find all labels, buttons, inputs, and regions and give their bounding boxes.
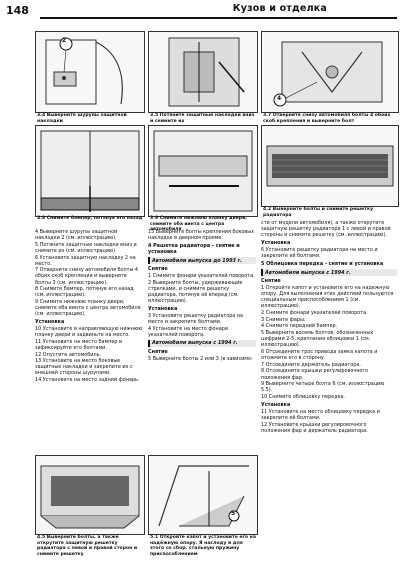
column-3-text: сти от модели автомобиля), а также откру… xyxy=(261,220,397,434)
col2-bar-from-1994: Автомобили выпуска с 1994 г. xyxy=(148,339,256,347)
section-4-title: 4 Решетка радиатора - снятие и установка xyxy=(148,243,256,255)
col2-para-6: 5 Выверните болты 2 или 3 (в зависимо- xyxy=(148,355,253,362)
col2-para-4: 3 Установите решетку радиатора на место … xyxy=(148,312,244,325)
figure-4-5-drawing xyxy=(40,465,140,529)
col3-para-11: 9 Выверните четыре болта 6 (см. иллюстра… xyxy=(261,381,385,394)
column-2-text: 15 Выверните болты крепления боковых нак… xyxy=(148,229,256,362)
col1-para-6: 9 Снимите нижнюю планку двери, снимите о… xyxy=(35,299,141,318)
col2-para-1: 15 Выверните болты крепления боковых нак… xyxy=(148,229,255,242)
section-4-title-text: Решетка радиатора - снятие и установка xyxy=(148,243,240,256)
page-number: 148 xyxy=(6,4,29,17)
col3-para-14: 12 Установите крышки регулировочного пол… xyxy=(261,421,368,434)
section-5-number: 5 xyxy=(261,261,265,268)
col3-heading-installation-2: Установка xyxy=(261,402,291,409)
col1-para-11: 14 Установите на место задний фонарь. xyxy=(35,377,140,384)
figure-3-8 xyxy=(35,125,145,217)
col3-para-1: сти от модели автомобиля), а также откру… xyxy=(261,220,391,239)
label-2: 2 xyxy=(62,37,67,44)
caption-3-9: 3.9 Снимите нижнюю планку двери, снимите… xyxy=(150,216,248,233)
figure-5-1-drawing xyxy=(158,465,249,527)
caption-3-8: 3.8 Снимите бампер, потянув его назад xyxy=(37,216,143,221)
col1-para-4: 7 Отвернитe снизу автомобиля болты 4 обо… xyxy=(35,267,138,286)
header-title: Кузов и отделка xyxy=(232,3,327,14)
col3-para-5: 3 Снимите фары. xyxy=(261,316,306,323)
col2-heading-installation: Установка xyxy=(148,306,178,313)
col3-bar-from-1994: Автомобили выпуска с 1994 г. xyxy=(261,269,397,277)
col3-heading-removal: Снятие xyxy=(261,278,281,285)
caption-3-7: 3.7 Отвернитe снизу автомобиля болты 4 о… xyxy=(263,113,391,124)
section-5-title-text: Облицовка передка - снятие и установка xyxy=(266,261,384,268)
figure-5-1 xyxy=(148,455,258,535)
caption-3-4: 3.4 Выверните шурупы защитной накладки xyxy=(37,113,127,124)
figure-3-7-drawing xyxy=(273,41,383,107)
label-5: 5 xyxy=(231,510,236,517)
figure-3-5-drawing xyxy=(168,37,245,107)
col1-heading-installation: Установка xyxy=(35,319,65,326)
col3-para-7: 5 Выверните восемь болтов, обозначенных … xyxy=(261,330,374,349)
col3-para-4: 2 Снимите фонари указателей поворота. xyxy=(261,310,368,316)
col3-para-8: 6 Отсоедините трос привода замка капота … xyxy=(261,348,378,362)
figure-3-9 xyxy=(148,125,258,217)
column-1-text: 4 Выверните шурупы защитной накладки 2 (… xyxy=(35,229,143,384)
col1-para-5: 8 Снимите бампер, потянув его назад (см.… xyxy=(35,286,134,299)
col1-para-3: 6 Установите защитную накладку 2 на мест… xyxy=(35,254,136,267)
caption-4-5: 4.5 Выверните болты, а также открутите з… xyxy=(37,535,138,557)
figure-3-9-drawing xyxy=(153,130,253,212)
col3-para-12: 10 Снимите облицовку передка. xyxy=(261,393,345,400)
col3-para-2: 6 Установите решетку радиатора на место … xyxy=(261,246,378,260)
figure-3-7 xyxy=(261,31,399,113)
col2-para-5: 4 Установите на место фонари указателей … xyxy=(148,325,229,338)
figure-4-2-drawing xyxy=(266,145,394,187)
col2-para-2: 1 Снимите фонари указателей поворота. xyxy=(148,273,255,280)
col2-para-3: 2 Выверните болты, удерживающие стрелкам… xyxy=(148,279,243,305)
col2-heading-removal-2: Снятие xyxy=(148,348,168,355)
figure-3-4-drawing xyxy=(45,37,123,105)
label-4: 4 xyxy=(277,95,282,102)
col2-heading-removal: Снятие xyxy=(148,266,168,273)
col3-para-6: 4 Снимите передний бампер. xyxy=(261,323,338,330)
figure-4-5 xyxy=(35,455,145,535)
col1-para-8: 11 Установите на место бампер и зафиксир… xyxy=(35,338,123,351)
page-header: Кузов и отделка xyxy=(40,3,397,19)
col3-para-10: 8 Отсоедините крышки регулировочного пол… xyxy=(261,368,368,381)
col1-para-10: 13 Установите на место боковые защитные … xyxy=(35,358,133,377)
figure-4-2 xyxy=(261,125,399,207)
col3-para-9: 7 Отсоедините держатель радиатора. xyxy=(261,361,361,368)
col3-heading-installation: Установка xyxy=(261,240,291,247)
figure-3-4 xyxy=(35,31,145,113)
section-4-number: 4 xyxy=(148,243,152,250)
section-5-title: 5 Облицовка передка - снятие и установка xyxy=(261,261,397,267)
col1-para-2: 5 Потяните защитные накладки вниз и сним… xyxy=(35,241,137,254)
caption-5-1: 5.1 Откройте капот и установите его на н… xyxy=(150,535,256,557)
figure-3-8-drawing xyxy=(40,130,140,212)
col3-para-13: 11 Установите на место облицовку передка… xyxy=(261,408,380,421)
caption-4-2: 4.2 Выверните болты и снимите решетку ра… xyxy=(263,207,374,218)
col1-para-1: 4 Выверните шурупы защитной накладки 2 (… xyxy=(35,229,118,242)
figure-3-5 xyxy=(148,31,258,113)
caption-3-5: 3.5 Потяните защитные накладки вниз и сн… xyxy=(150,113,255,124)
col3-para-3: 1 Откройте капот и установите его на над… xyxy=(261,285,394,310)
col1-para-9: 12 Опустите автомобиль. xyxy=(35,351,102,358)
col1-para-7: 10 Установите в направляющую нижнюю план… xyxy=(35,325,143,339)
col2-bar-until-1993: Автомобили выпуска до 1993 г. xyxy=(148,257,256,265)
